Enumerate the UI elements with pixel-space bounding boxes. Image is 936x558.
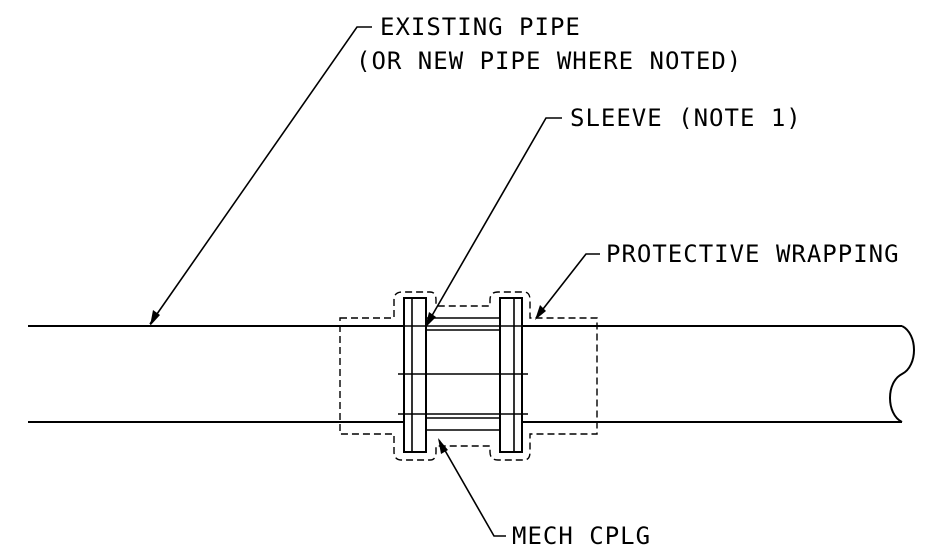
label-mech-cplg: MECH CPLG	[512, 522, 651, 550]
label-sleeve: SLEEVE (NOTE 1)	[570, 104, 802, 132]
leader-sleeve	[425, 117, 562, 327]
arrowhead-protective-wrapping	[535, 305, 546, 320]
protective-wrapping-outline	[339, 291, 598, 461]
arrowhead-mech-cplg	[438, 438, 448, 454]
label-protective-wrapping: PROTECTIVE WRAPPING	[606, 240, 900, 268]
pipe-break-symbol	[889, 325, 915, 423]
leader-mech-cplg	[438, 439, 506, 537]
label-existing-pipe-note: (OR NEW PIPE WHERE NOTED)	[356, 47, 742, 75]
coupling-right-flange	[499, 297, 523, 453]
leader-protective-wrapping	[535, 253, 600, 319]
arrowhead-sleeve	[425, 312, 436, 328]
label-existing-pipe: EXISTING PIPE	[380, 13, 581, 41]
leader-existing-pipe	[149, 26, 372, 325]
arrowhead-existing-pipe	[150, 310, 160, 326]
coupling-left-flange	[403, 297, 427, 453]
